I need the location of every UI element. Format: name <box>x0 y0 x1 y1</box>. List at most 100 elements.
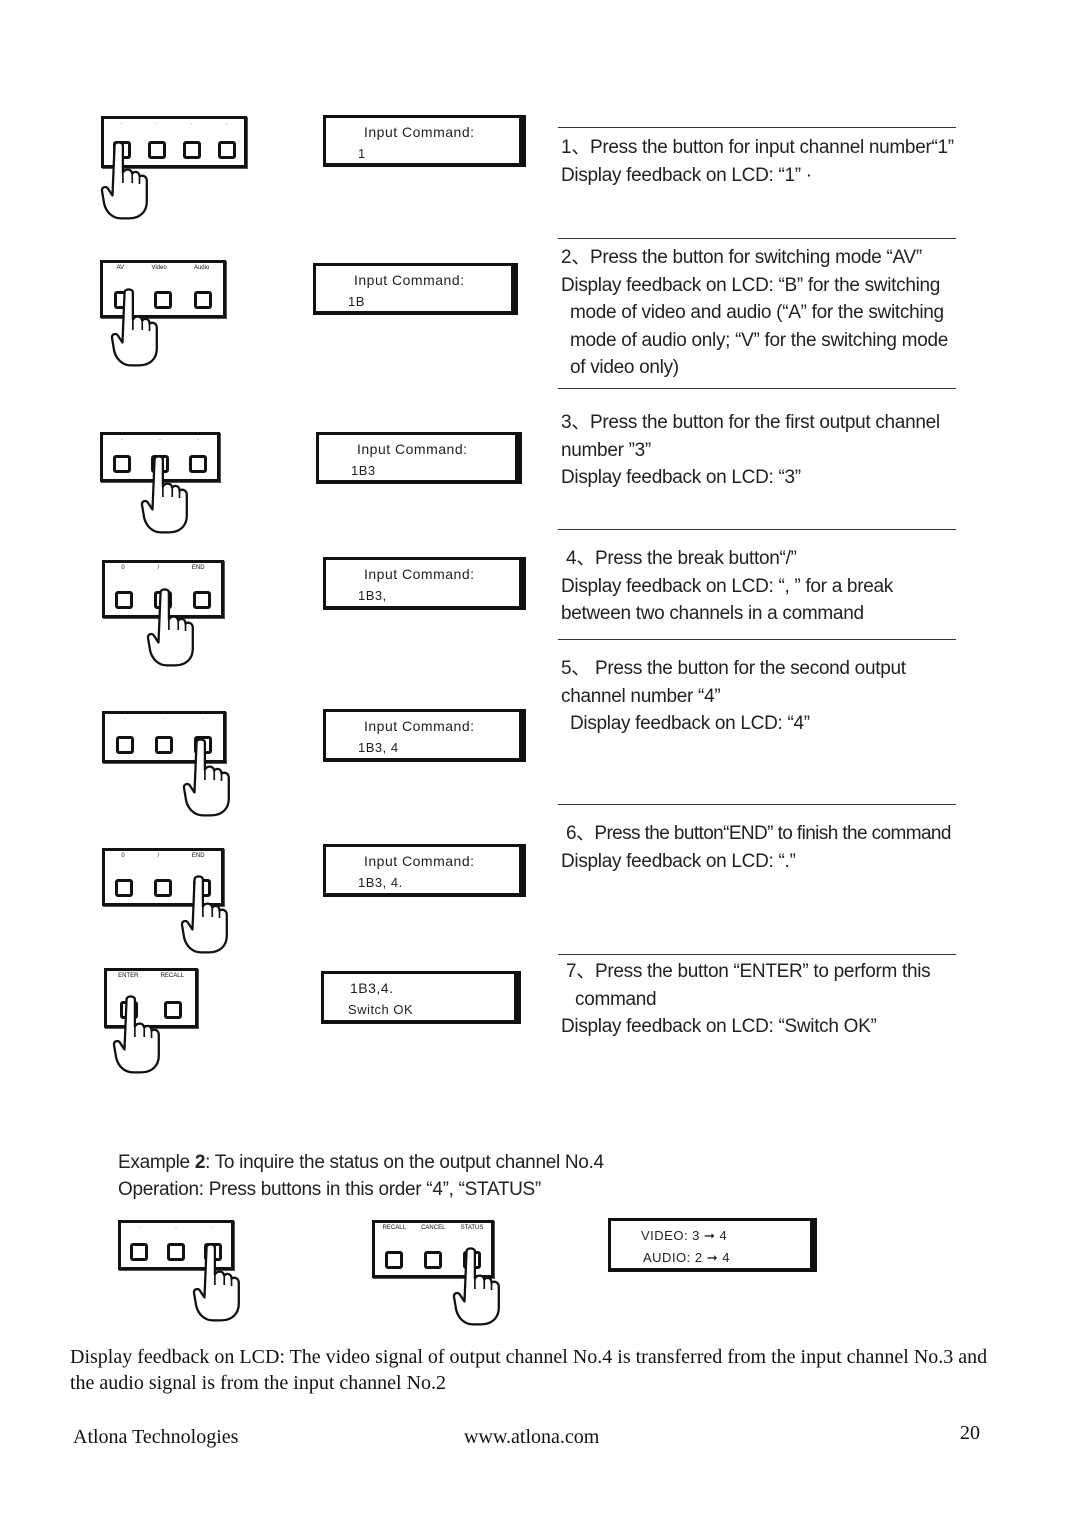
keypad-key[interactable] <box>130 1243 149 1261</box>
keypad-label: · <box>138 1225 141 1231</box>
keypad-label: 0 <box>121 853 125 859</box>
lcd-display-step-4: Input Command: 1B3, <box>323 557 526 610</box>
example-number: 2 <box>194 1152 206 1173</box>
step-line: Display feedback on LCD: “Switch OK” <box>561 1016 877 1037</box>
keypad-key[interactable] <box>217 141 236 159</box>
lcd-display-step-2: Input Command: 1B <box>313 263 518 315</box>
step-heading: 1、Press the button for input channel num… <box>561 137 954 158</box>
lcd-line-2: 1B3, 4 <box>358 740 399 755</box>
step-4-text: 4、Press the break button“/” Display feed… <box>561 545 959 628</box>
keypad-label: END <box>191 565 205 571</box>
keypad-label: ENTER <box>118 973 139 979</box>
recall-key[interactable] <box>164 1001 182 1019</box>
lcd-line-2: 1B <box>348 294 365 309</box>
example-title-rest: : To inquire the status on the output ch… <box>205 1152 604 1173</box>
recall-key[interactable] <box>385 1251 404 1269</box>
divider <box>558 238 956 239</box>
keypad-labels: 0 / END <box>105 853 221 859</box>
keypad-label: · <box>197 437 199 443</box>
step-line: Display feedback on LCD: “.” <box>561 850 796 872</box>
step-line: between two channels in a command <box>561 603 864 624</box>
step-2-text: 2、Press the button for switching mode “A… <box>561 244 959 382</box>
pointing-hand-icon <box>192 1240 244 1330</box>
step-line: Display feedback on LCD: “4” <box>570 713 810 734</box>
zero-key[interactable] <box>115 591 134 609</box>
divider <box>558 804 956 805</box>
example-prefix: Example <box>118 1152 195 1173</box>
lcd-line-2: 1 <box>358 146 366 161</box>
step-heading: 4、Press the break button“/” <box>566 548 797 569</box>
step-line: Display feedback on LCD: “B” for the swi… <box>561 274 941 296</box>
step-line: mode of audio only; “V” for the switchin… <box>570 329 949 351</box>
step-heading: 6、Press the button“END” to finish the co… <box>566 823 951 844</box>
lcd-line-1: Input Command: <box>364 124 475 140</box>
pointing-hand-icon <box>452 1244 504 1334</box>
pointing-hand-icon <box>146 585 198 675</box>
step-line: Display feedback on LCD: “1” · <box>561 164 812 186</box>
keypad-label: · <box>202 716 205 722</box>
keypad-label: RECALL <box>160 973 184 979</box>
keypad-key[interactable] <box>182 141 201 159</box>
cancel-key[interactable] <box>423 1251 442 1269</box>
keypad-labels: 0 / END <box>105 565 221 571</box>
step-heading: 5、 Press the button for the second outpu… <box>561 658 906 679</box>
zero-key[interactable] <box>115 879 134 897</box>
keypad-key[interactable] <box>113 455 131 473</box>
keypad-labels: · · · <box>105 716 223 722</box>
keypad-label: · <box>211 1225 214 1231</box>
step-1-text: 1、Press the button for input channel num… <box>561 134 959 189</box>
audio-key[interactable] <box>194 291 212 309</box>
end-key[interactable] <box>192 591 211 609</box>
keypad-key[interactable] <box>166 1243 185 1261</box>
keypad-label: · <box>174 1225 177 1231</box>
lcd-display-step-6: Input Command: 1B3, 4. <box>323 844 526 897</box>
keypad-labels: ENTER RECALL <box>107 973 195 979</box>
keypad-label: · <box>159 437 161 443</box>
step-line: channel number “4” <box>561 685 721 707</box>
pointing-hand-icon <box>140 452 192 542</box>
pointing-hand-icon <box>112 992 164 1082</box>
step-line: number ”3” <box>561 439 651 461</box>
keypad-labels: · · · <box>121 1225 231 1231</box>
keypad-key[interactable] <box>115 736 134 754</box>
lcd-line-2: Switch OK <box>348 1002 414 1017</box>
keypad-key[interactable] <box>154 736 173 754</box>
slash-key[interactable] <box>153 879 172 897</box>
step-heading: 2、Press the button for switching mode “A… <box>561 247 922 268</box>
divider <box>558 639 956 640</box>
lcd-line-1: Input Command: <box>364 566 475 582</box>
keypad-label: · <box>190 121 193 127</box>
keypad-labels: AV Video Audio <box>103 265 223 271</box>
keypad-labels: · · · <box>103 437 217 443</box>
keypad-label: · <box>162 716 165 722</box>
footer-company: Atlona Technologies <box>73 1426 239 1448</box>
lcd-line-1: Input Command: <box>364 853 475 869</box>
keypad-label: Video <box>151 265 167 271</box>
divider <box>558 127 956 128</box>
video-key[interactable] <box>154 291 172 309</box>
keypad-label: CANCEL <box>421 1225 446 1231</box>
example-title: Example 2: To inquire the status on the … <box>118 1152 604 1174</box>
keypad-label: END <box>191 853 205 859</box>
keypad-label: RECALL <box>382 1225 406 1231</box>
keypad-label: 0 <box>121 565 125 571</box>
keypad-label: · <box>120 121 123 127</box>
step-6-text: 6、Press the button“END” to finish the co… <box>561 820 959 875</box>
lcd-line-1: Input Command: <box>354 272 465 288</box>
footer-website[interactable]: www.atlona.com <box>464 1426 600 1448</box>
keypad-label: · <box>123 716 126 722</box>
lcd-line-2: AUDIO: 2 ➞ 4 <box>643 1250 730 1265</box>
step-line: mode of video and audio (“A” for the swi… <box>570 302 944 323</box>
lcd-display-step-1: Input Command: 1 <box>323 115 526 167</box>
keypad-label: Audio <box>193 265 210 271</box>
lcd-display-step-5: Input Command: 1B3, 4 <box>323 709 526 762</box>
keypad-label: · <box>225 121 228 127</box>
keypad-key[interactable] <box>189 455 207 473</box>
keypad-step-7: ENTER RECALL <box>104 968 198 1028</box>
keypad-label: STATUS <box>460 1225 484 1231</box>
pointing-hand-icon <box>182 735 234 825</box>
lcd-display-step-7: 1B3,4. Switch OK <box>321 971 521 1024</box>
keypad-label: AV <box>116 265 125 271</box>
keypad-key[interactable] <box>147 141 166 159</box>
step-heading: 7、Press the button “ENTER” to perform th… <box>566 961 931 982</box>
